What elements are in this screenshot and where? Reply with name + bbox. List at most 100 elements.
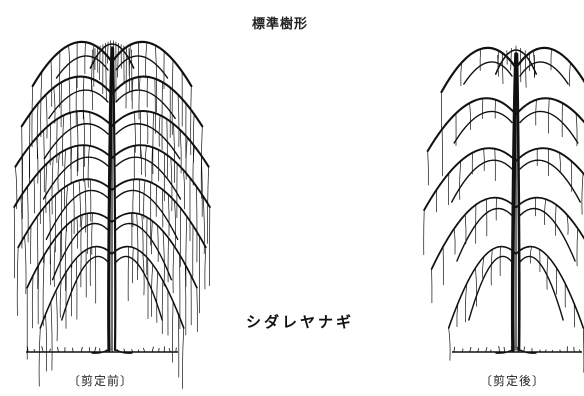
hanging-twig	[37, 264, 40, 325]
hanging-twig	[497, 54, 499, 77]
hanging-twig	[110, 40, 112, 104]
branch	[447, 245, 517, 329]
caption-before-pruning: 〔剪定前〕	[68, 374, 134, 388]
hanging-twig	[151, 220, 153, 255]
branch	[451, 159, 513, 203]
hanging-twig	[62, 114, 65, 167]
hanging-twig	[20, 195, 23, 249]
branch	[514, 97, 584, 124]
grass-tuft	[131, 349, 134, 353]
hanging-twig	[161, 280, 164, 335]
hanging-twig	[204, 246, 207, 290]
hanging-twig	[183, 169, 186, 210]
grass-tuft	[111, 348, 113, 353]
hanging-twig	[89, 111, 91, 147]
branch	[115, 255, 163, 321]
grass-tuft	[151, 346, 154, 353]
trunk	[510, 52, 518, 352]
hanging-twig	[68, 78, 71, 115]
hanging-twig	[453, 228, 456, 255]
branch	[14, 109, 113, 168]
hanging-twig	[50, 301, 53, 371]
grass-tuft	[477, 348, 480, 353]
caption-after-pruning: 〔剪定後〕	[480, 374, 546, 388]
hanging-twig	[57, 152, 60, 191]
hanging-twig	[465, 283, 468, 323]
branch	[111, 144, 211, 208]
hanging-twig	[91, 49, 93, 92]
branch	[48, 89, 109, 120]
hanging-twig	[107, 41, 109, 64]
hanging-twig	[40, 71, 43, 138]
grass-tuft	[523, 346, 525, 353]
hanging-twig	[162, 230, 165, 287]
branch	[13, 144, 113, 208]
hanging-twig	[151, 146, 153, 184]
branch	[468, 255, 513, 321]
hanging-twig	[483, 148, 485, 171]
hanging-twig	[524, 50, 527, 88]
hanging-twig	[78, 179, 81, 228]
hanging-twig	[15, 166, 18, 209]
ground-line-before	[26, 346, 178, 353]
branch	[115, 55, 169, 79]
hanging-twig	[166, 118, 168, 178]
grass-tuft	[33, 348, 35, 353]
hanging-twig	[91, 212, 93, 255]
tree-after-pruning	[423, 45, 584, 373]
hanging-twig	[156, 271, 159, 323]
hanging-twig	[38, 327, 41, 387]
hanging-twig	[55, 290, 58, 342]
hanging-twig	[59, 230, 62, 280]
grass-tuft	[49, 348, 51, 353]
hanging-twig	[548, 98, 550, 134]
branch	[115, 89, 176, 120]
hanging-twig	[143, 179, 146, 220]
hanging-twig	[31, 275, 34, 329]
hanging-twig	[447, 172, 450, 206]
branch	[519, 159, 581, 203]
hanging-twig	[145, 41, 148, 79]
hanging-twig	[190, 85, 192, 156]
branch	[519, 255, 564, 321]
grass-tuft	[516, 346, 519, 353]
hanging-twig	[184, 264, 187, 336]
hanging-twig	[494, 148, 496, 181]
grass-tuft	[117, 349, 119, 353]
hanging-twig	[460, 62, 462, 86]
hanging-twig	[50, 59, 53, 107]
grass-tuft	[72, 347, 74, 353]
hanging-twig	[64, 149, 66, 209]
branch	[20, 75, 114, 128]
hanging-twig	[43, 129, 45, 193]
hanging-twig	[80, 214, 83, 255]
hanging-twig	[132, 247, 134, 284]
grass-tuft	[559, 349, 561, 353]
grass-tuft	[544, 349, 547, 353]
hanging-twig	[172, 245, 175, 294]
hanging-twig	[68, 44, 71, 80]
branch	[39, 245, 113, 329]
hanging-twig	[475, 267, 477, 307]
branch	[440, 46, 518, 94]
hanging-twig	[84, 41, 86, 75]
hanging-twig	[117, 42, 119, 78]
hanging-twig	[105, 42, 107, 102]
branch	[519, 61, 569, 85]
hanging-twig	[31, 85, 34, 148]
grass-tuft	[168, 347, 171, 353]
hanging-twig	[146, 110, 149, 144]
branch	[55, 55, 109, 79]
hanging-twig	[140, 144, 142, 176]
hanging-twig	[196, 287, 198, 332]
branch	[111, 245, 185, 329]
hanging-twig	[456, 303, 459, 328]
hanging-twig	[72, 181, 75, 235]
hanging-twig	[569, 62, 571, 87]
branch	[430, 196, 517, 270]
hanging-twig	[45, 163, 48, 213]
hanging-twig	[501, 52, 504, 85]
hanging-twig	[490, 249, 493, 286]
grass-tuft	[551, 349, 554, 353]
hanging-twig	[24, 235, 27, 295]
